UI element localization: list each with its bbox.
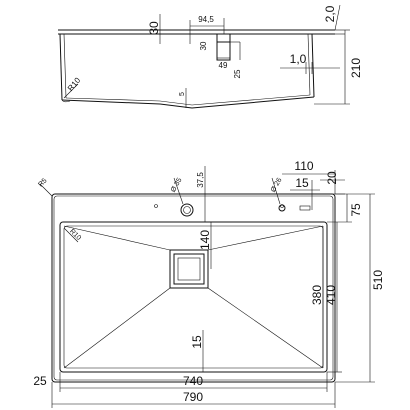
dim-drain-from-top: 140 [198,230,212,250]
dim-total-height: 210 [349,58,363,78]
tap-hole-small-left [154,204,158,208]
tap-hole-main [180,203,194,217]
dim-tap2-offset: 15 [295,176,309,190]
dim-total-width: 790 [183,390,203,404]
dim-drain-depth: 30 [199,41,208,50]
dim-total-depth: 510 [371,270,385,290]
dim-tap-hole-secondary: Ø 26 [270,177,284,194]
dim-tap2-offset-y: 20 [325,171,339,185]
dim-tap-hole-main: Ø 35 [170,177,184,194]
dim-bowl-depth: 410 [324,285,338,305]
dim-drain-height: 25 [233,69,242,78]
dim-tap-offset-y: 37,5 [196,172,205,188]
drain-outline [169,249,209,289]
plan-view: R5 Ø 35 37,5 Ø 26 110 15 20 75 R10 140 1 [33,159,385,408]
bowl-outline [59,221,328,373]
dim-drain-from-bottom: 15 [190,335,204,349]
dim-tap-offset-x: 110 [294,159,313,173]
dim-drain-offset: 94,5 [198,15,214,24]
section-view: 30 94,5 30 49 25 R10 5 1,0 210 2,0 [58,4,363,109]
dim-depth-rim: 30 [147,21,161,35]
dim-bowl-width: 740 [183,374,203,388]
dim-bowl-radius: R10 [68,228,82,242]
sink-deck-outline [51,193,336,383]
dim-drain-width: 49 [219,61,228,70]
dim-radius-section: R10 [66,75,83,92]
tap-hole-secondary [278,204,286,212]
dim-top-margin: 75 [349,203,363,217]
dim-corner-radius: R5 [37,177,48,188]
dim-rim-thickness: 2,0 [323,5,337,22]
dim-side-margin: 25 [33,374,47,388]
dim-slope: 5 [179,92,186,96]
dim-bowl-depth-inner: 380 [310,285,324,305]
dim-wall: 1,0 [290,52,307,66]
